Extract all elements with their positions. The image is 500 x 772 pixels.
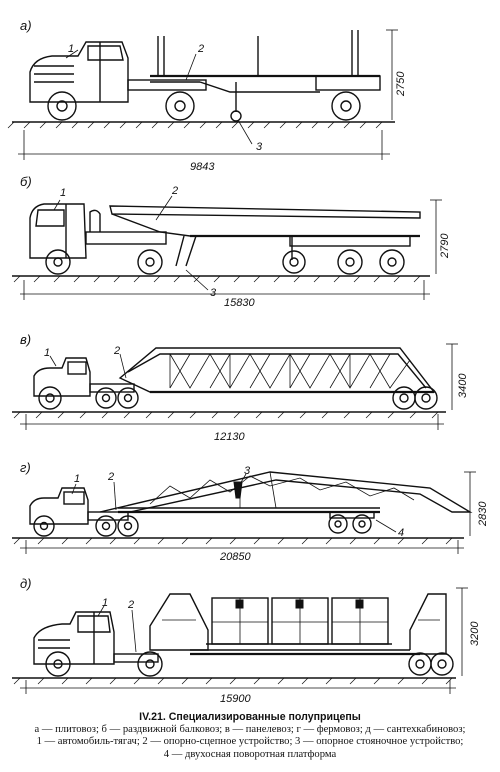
panel-c-panel-carrier: в) 1 (12, 332, 469, 443)
caption-line-2: 1 — автомобиль-тягач; 2 — опорно-сцепное… (36, 736, 464, 748)
figure-caption: IV.21. Специализированные полуприцепы а … (0, 711, 500, 761)
panel-e-length: 15900 (220, 693, 251, 705)
panel-b-height: 2790 (439, 233, 451, 259)
panel-c-length: 12130 (214, 431, 245, 443)
panel-e-height: 3200 (469, 621, 481, 646)
panel-b-letter: б) (20, 174, 32, 189)
panel-b-beam-carrier: б) (12, 174, 451, 309)
panel-d-letter: г) (20, 460, 31, 475)
panel-a-length: 9843 (190, 161, 215, 173)
panel-c-callout-1: 1 (44, 347, 50, 359)
caption-line-1: а — плитовоз; б — раздвижной балковоз; в… (34, 723, 466, 735)
caption-title: IV.21. Специализированные полуприцепы (139, 711, 361, 723)
panel-b-callout-3: 3 (210, 287, 217, 299)
panel-a-height: 2750 (395, 71, 407, 97)
panel-a-letter: а) (20, 18, 32, 33)
panel-b-length: 15830 (224, 297, 255, 309)
panel-b-callout-1: 1 (60, 187, 66, 199)
panel-e-cabin-carrier: д) (12, 576, 481, 705)
panel-b-callout-2: 2 (171, 185, 178, 197)
panel-c-callout-2: 2 (113, 345, 120, 357)
panel-d-callout-3: 3 (244, 465, 251, 477)
panel-d-callout-2: 2 (107, 471, 114, 483)
panel-d-truss-carrier: г) (12, 460, 489, 563)
panel-c-letter: в) (20, 332, 31, 347)
panel-a-callout-1: 1 (68, 43, 74, 55)
panel-e-callout-1: 1 (102, 597, 108, 609)
panel-a-plate-carrier: а) (7, 18, 407, 173)
panel-d-length: 20850 (219, 551, 251, 563)
caption-line-3: 4 — двухосная поворотная платформа (163, 748, 337, 760)
panel-d-callout-1: 1 (74, 473, 80, 485)
panel-d-height: 2830 (477, 501, 489, 527)
panel-c-height: 3400 (457, 373, 469, 398)
panel-e-callout-2: 2 (127, 599, 134, 611)
panel-d-callout-4: 4 (398, 527, 404, 539)
panel-e-letter: д) (20, 576, 32, 591)
panel-a-callout-3: 3 (256, 141, 263, 153)
panel-a-callout-2: 2 (197, 43, 204, 55)
